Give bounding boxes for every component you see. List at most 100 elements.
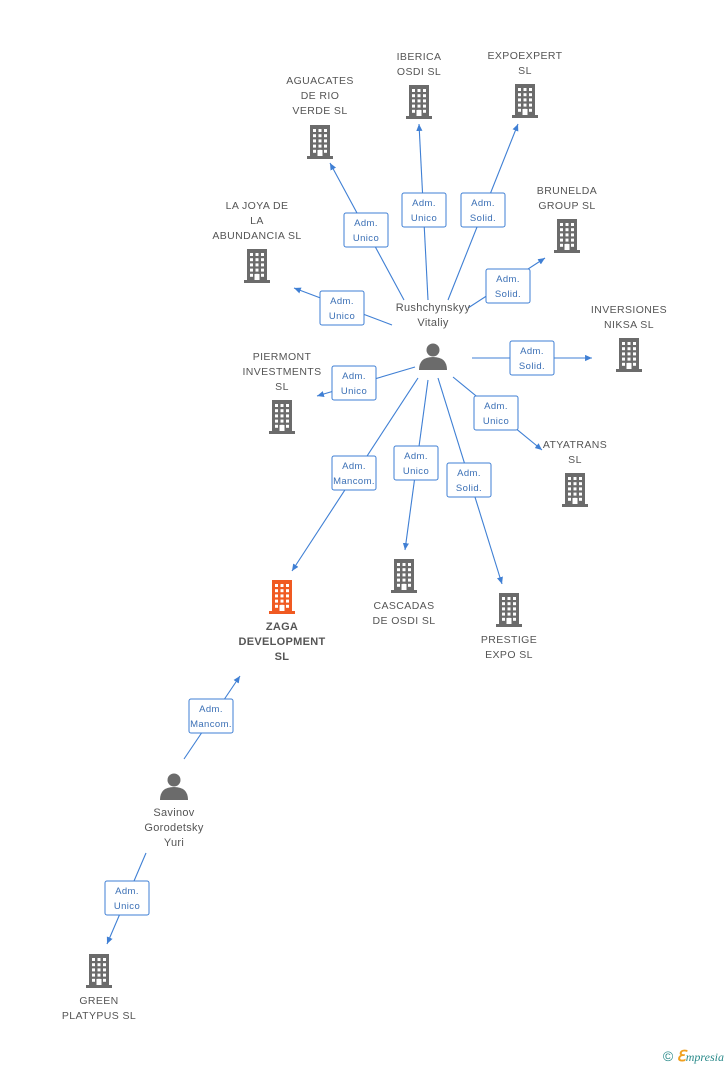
role-label-line: Mancom.: [333, 476, 375, 487]
company-name-line: ZAGA: [266, 621, 298, 633]
edge-savinov-to-green: Adm.Unico: [104, 852, 150, 945]
edge-rushchynskyy-to-aguacates: Adm.Unico: [329, 162, 405, 301]
edge-rushchynskyy-to-cascadas: Adm. Unico: [393, 379, 439, 551]
company-node-brunelda[interactable]: BRUNELDA GROUP SL: [537, 185, 597, 253]
role-label-line: Adm.: [342, 371, 366, 382]
building-icon: [269, 580, 295, 614]
building-icon: [244, 249, 270, 283]
company-node-lajoya[interactable]: LA JOYA DE LA ABUNDANCIA SL: [212, 200, 301, 283]
company-name-line: BRUNELDA: [537, 185, 597, 197]
role-label-box: [319, 290, 365, 326]
building-icon: [269, 400, 295, 434]
company-name-line: AGUACATES: [286, 75, 354, 87]
company-name-line: GREEN: [79, 995, 118, 1007]
company-name-line: LA: [250, 215, 264, 227]
person-icon: [160, 773, 188, 800]
role-label-line: Adm.: [412, 198, 436, 209]
person-name-line: Rushchynskyy: [396, 302, 471, 314]
person-name-line: Vitaliy: [417, 317, 448, 329]
company-name-line: OSDI SL: [397, 66, 441, 78]
role-label-line: Solid.: [519, 361, 545, 372]
role-label-line: Solid.: [495, 289, 521, 300]
company-name-line: SL: [275, 651, 290, 663]
company-name-line: INVESTMENTS: [242, 366, 321, 378]
role-label-line: Unico: [411, 213, 437, 224]
company-node-iberica[interactable]: IBERICA OSDI SL: [397, 51, 442, 119]
building-icon: [616, 338, 642, 372]
role-label-line: Solid.: [456, 483, 482, 494]
role-label-box: [104, 880, 150, 916]
person-name-line: Gorodetsky: [144, 822, 203, 834]
role-label-line: Adm.: [354, 218, 378, 229]
brand-watermark: © ℇmpresia: [663, 1047, 724, 1066]
company-name-line: EXPO SL: [485, 649, 533, 661]
role-label-box: [460, 192, 506, 228]
edge-rushchynskyy-to-inversiones: Adm. Solid.: [472, 340, 592, 376]
person-name-line: Savinov: [153, 807, 194, 819]
role-label-box: [509, 340, 555, 376]
company-name-line: DEVELOPMENT: [238, 636, 325, 648]
company-name-line: DE OSDI SL: [373, 615, 436, 627]
company-name-line: PRESTIGE: [481, 634, 537, 646]
building-icon: [554, 219, 580, 253]
role-label-line: Unico: [483, 416, 509, 427]
company-name-line: CASCADAS: [374, 600, 435, 612]
company-name-line: IBERICA: [397, 51, 442, 63]
role-label-box: [473, 395, 519, 431]
edge-rushchynskyy-to-expoexpert: Adm. Solid.: [447, 123, 519, 301]
role-label-line: Adm.: [115, 886, 139, 897]
company-name-line: SL: [568, 454, 582, 466]
nodes-layer: AGUACATES DE RIO VERDE SL IBERICA OSDI SL EXP…: [62, 50, 667, 1022]
role-label-box: [485, 268, 531, 304]
company-node-zaga[interactable]: ZAGA DEVELOPMENT SL: [238, 580, 325, 663]
role-label-line: Adm.: [404, 451, 428, 462]
role-label-box: [401, 192, 447, 228]
role-label-line: Unico: [329, 311, 355, 322]
company-node-piermont[interactable]: PIERMONT INVESTMENTS SL: [242, 351, 321, 434]
role-label-box: [331, 455, 377, 491]
company-name-line: SL: [275, 381, 289, 393]
company-name-line: NIKSA SL: [604, 319, 654, 331]
company-node-atyatrans[interactable]: ATYATRANS SL: [543, 439, 607, 507]
company-name-line: SL: [518, 65, 532, 77]
company-name-line: INVERSIONES: [591, 304, 667, 316]
company-name-line: ATYATRANS: [543, 439, 607, 451]
role-label-box: [331, 365, 377, 401]
role-label-line: Adm.: [342, 461, 366, 472]
edge-rushchynskyy-to-iberica: Adm. Unico: [401, 123, 447, 301]
edge-rushchynskyy-to-zaga: Adm. Mancom.: [291, 377, 419, 572]
building-icon: [496, 593, 522, 627]
role-label-line: Adm.: [330, 296, 354, 307]
company-node-prestige[interactable]: PRESTIGE EXPO SL: [481, 593, 537, 661]
building-icon: [562, 473, 588, 507]
role-label-line: Unico: [403, 466, 429, 477]
copyright-icon: ©: [662, 1048, 674, 1064]
company-name-line: LA JOYA DE: [226, 200, 289, 212]
role-label-line: Mancom.: [190, 719, 232, 730]
role-label-line: Adm.: [496, 274, 520, 285]
edge-rushchynskyy-to-atyatrans: Adm.Unico: [452, 376, 543, 451]
role-label-line: Adm.: [520, 346, 544, 357]
company-name-line: GROUP SL: [538, 200, 595, 212]
edge-rushchynskyy-to-piermont: Adm.Unico: [316, 365, 416, 401]
company-name-line: VERDE SL: [292, 105, 347, 117]
building-icon: [86, 954, 112, 988]
company-name-line: ABUNDANCIA SL: [212, 230, 301, 242]
role-label-line: Adm.: [199, 704, 223, 715]
company-name-line: PIERMONT: [253, 351, 312, 363]
role-label-line: Adm.: [457, 468, 481, 479]
edge-rushchynskyy-to-prestige: Adm. Solid.: [437, 377, 503, 585]
company-node-cascadas[interactable]: CASCADAS DE OSDI SL: [373, 559, 436, 627]
company-name-line: DE RIO: [301, 90, 340, 102]
edges-layer: Adm.UnicoAdm.UnicoAdm.Solid.Adm.Solid.Ad…: [104, 123, 592, 945]
company-node-aguacates[interactable]: AGUACATES DE RIO VERDE SL: [286, 75, 354, 159]
building-icon: [307, 125, 333, 159]
edge-rushchynskyy-to-lajoya: Adm. Unico: [293, 287, 393, 326]
company-node-inversiones[interactable]: INVERSIONES NIKSA SL: [591, 304, 667, 372]
role-label-line: Solid.: [470, 213, 496, 224]
